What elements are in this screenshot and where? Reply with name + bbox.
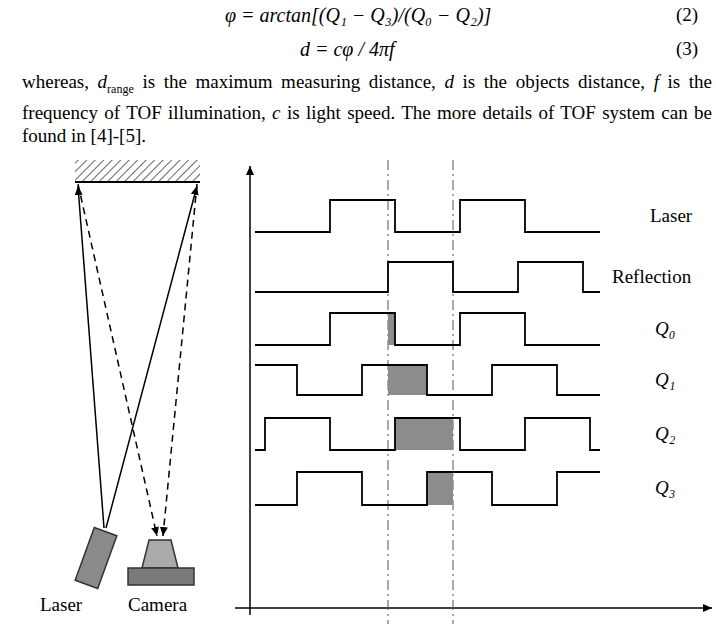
laser-wave [255, 200, 600, 232]
laser-body [75, 528, 117, 589]
laser-ray [106, 186, 197, 528]
paragraph-text: f [654, 71, 659, 92]
device-label: Camera [128, 594, 187, 616]
overlap-shade [427, 472, 453, 505]
target-surface [75, 160, 200, 182]
device-label: Laser [40, 594, 82, 616]
signal-name: Reflection [612, 266, 691, 288]
signal-name: Q₁ [655, 369, 675, 391]
reflection-wave [255, 262, 600, 292]
equation: φ = arctan[(Q₁ − Q₃)/(Q₀ − Q₂)] [225, 4, 491, 26]
signal-name: Laser [650, 205, 692, 227]
time-axis [235, 607, 712, 609]
paragraph-text: is the maximum measuring distance, [142, 71, 435, 92]
signal-name: Q₃ [655, 477, 675, 499]
reflected-ray [163, 184, 197, 536]
signal-name: Q₂ [655, 423, 675, 445]
subscript: range [107, 82, 134, 96]
q0-wave [255, 313, 600, 345]
camera-lens [142, 540, 178, 568]
surface-edge [75, 181, 200, 183]
q3-wave [255, 472, 600, 505]
q1-wave [255, 365, 600, 395]
laser-ray [78, 186, 104, 528]
q2-wave [255, 418, 600, 450]
time-marker [453, 160, 454, 624]
equation-number: (2) [676, 4, 698, 26]
y-axis [249, 166, 251, 615]
equation: d = cφ / 4πf [300, 38, 395, 60]
overlap-shade [395, 418, 453, 450]
paragraph: whereas, drange is the maximum measuring… [22, 70, 712, 147]
paragraph-text: is the objects distance, [463, 71, 646, 92]
paragraph-text: d [444, 71, 454, 92]
paragraph-text: c [272, 102, 280, 123]
overlap-shade [388, 365, 427, 395]
camera-body [128, 568, 194, 585]
overlap-shade [388, 313, 395, 345]
signal-name: Q₀ [655, 318, 675, 340]
paragraph-text: d [98, 71, 108, 92]
paragraph-text: whereas, [22, 71, 89, 92]
equation-number: (3) [676, 38, 698, 60]
reflected-ray [78, 184, 157, 536]
